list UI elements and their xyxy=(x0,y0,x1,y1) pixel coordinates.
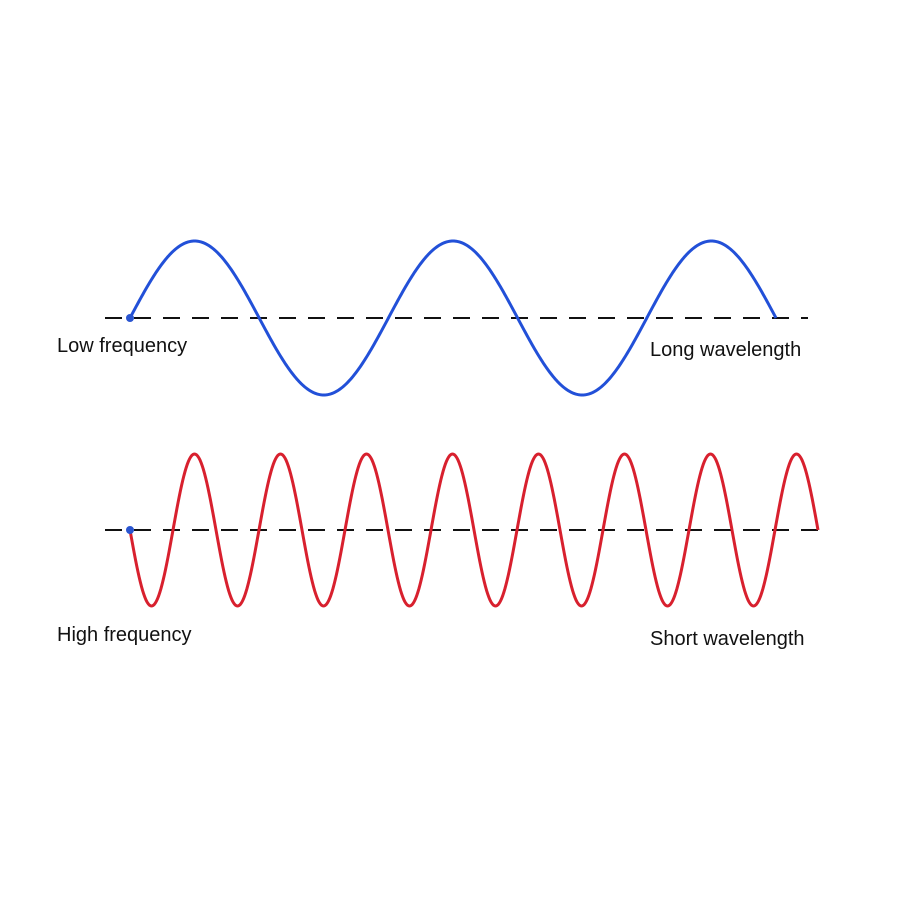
high-frequency-label: High frequency xyxy=(57,624,192,646)
low-frequency-start-dot xyxy=(126,314,134,322)
low-frequency-label: Low frequency xyxy=(57,335,188,357)
long-wavelength-label: Long wavelength xyxy=(650,339,802,361)
low-frequency-wave xyxy=(128,239,778,397)
short-wavelength-label: Short wavelength xyxy=(650,628,805,650)
high-frequency-wave xyxy=(128,452,820,608)
high-frequency-start-dot xyxy=(126,526,134,534)
